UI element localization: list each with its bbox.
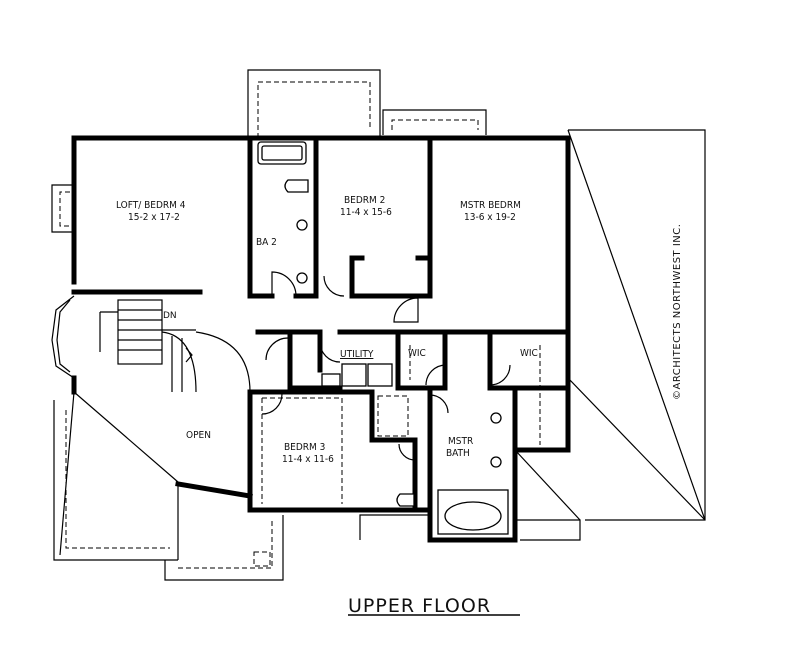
bath2-name: BA 2 (256, 237, 277, 248)
bedrm3-name: BEDRM 3 (284, 442, 325, 453)
roof-and-deck-outlines (51, 69, 706, 581)
wic-right-name: WIC (520, 348, 538, 359)
staircase (99, 299, 251, 393)
plan-title: UPPER FLOOR (348, 595, 491, 617)
bedrm2-name: BEDRM 2 (344, 195, 385, 206)
doors (261, 271, 511, 461)
wic-left-name: WIC (408, 348, 426, 359)
bedrm2-size: 11-4 x 15-6 (340, 207, 392, 218)
closet-lines (261, 331, 541, 504)
loft-name: LOFT/ BEDRM 4 (116, 200, 186, 211)
room-labels: LOFT/ BEDRM 4 15-2 x 17-2 BEDRM 2 11-4 x… (116, 195, 538, 465)
master-size: 13-6 x 19-2 (464, 212, 516, 223)
walls (71, 135, 571, 543)
bedrm3-size: 11-4 x 11-6 (282, 454, 334, 465)
copyright-text: ©ARCHITECTS NORTHWEST INC. (672, 224, 683, 400)
utility-name: UTILITY (340, 349, 374, 360)
master-name: MSTR BEDRM (460, 200, 521, 211)
master-bath-name-2: BATH (446, 448, 470, 459)
fixtures (257, 141, 509, 535)
open-name: OPEN (186, 430, 211, 441)
loft-size: 15-2 x 17-2 (128, 212, 180, 223)
stair-dn-label: DN (163, 311, 177, 321)
master-bath-name: MSTR (448, 436, 473, 447)
